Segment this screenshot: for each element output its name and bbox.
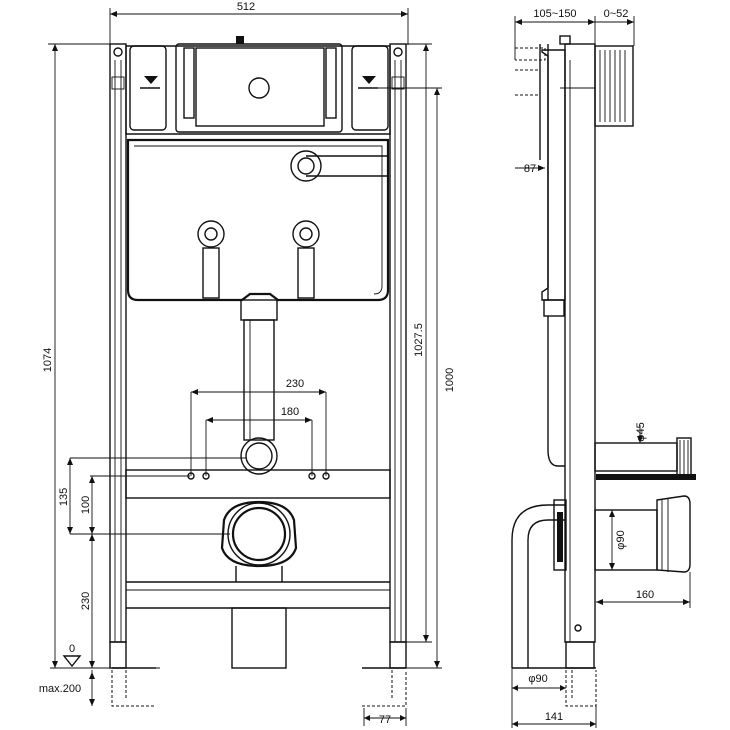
length-160-label: 160 bbox=[636, 589, 654, 601]
spacing-180-label: 180 bbox=[281, 406, 299, 418]
dimension-width: 512 bbox=[109, 1, 409, 45]
bowl-outlet bbox=[220, 500, 298, 669]
side-supply-pipe: φ45 bbox=[594, 422, 696, 480]
frame-left-upright bbox=[109, 43, 127, 643]
dimension-right-heights: 1027.5 1000 bbox=[360, 43, 456, 669]
side-cistern: 87 bbox=[515, 49, 566, 467]
dia-45-label: φ45 bbox=[635, 422, 647, 441]
frame-feet: 77 max.200 bbox=[39, 641, 407, 726]
width-label: 512 bbox=[237, 1, 255, 13]
base-141-label: 141 bbox=[545, 711, 563, 723]
max-adjust-label: max.200 bbox=[39, 683, 81, 695]
height-230-label: 230 bbox=[80, 592, 92, 610]
side-view: 105~150 0~52 87 bbox=[511, 8, 696, 728]
frame-right-upright bbox=[389, 43, 407, 643]
dia-90-bottom-label: φ90 bbox=[528, 673, 547, 685]
height-1000-label: 1000 bbox=[444, 368, 456, 392]
dia-90-outlet-label: φ90 bbox=[615, 530, 627, 549]
cistern-body bbox=[126, 138, 390, 302]
depth-range-label: 105~150 bbox=[533, 8, 576, 20]
height-100-label: 100 bbox=[80, 496, 92, 514]
mounting-crossbars bbox=[125, 469, 391, 609]
side-feet: φ90 141 bbox=[511, 641, 597, 728]
height-1027-label: 1027.5 bbox=[413, 323, 425, 357]
height-135-label: 135 bbox=[58, 488, 70, 506]
spacing-230-label: 230 bbox=[286, 378, 304, 390]
side-drain-elbow bbox=[511, 499, 582, 668]
dimension-frame-height: 1074 bbox=[42, 43, 110, 668]
dimension-bolt-spacing: 230 180 bbox=[190, 378, 327, 476]
side-bowl-outlet: φ90 160 bbox=[594, 495, 691, 608]
dimension-side-top: 105~150 0~52 bbox=[514, 8, 635, 60]
front-view: 512 1074 bbox=[39, 1, 456, 726]
depth-87-label: 87 bbox=[524, 163, 536, 175]
zero-level-label: 0 bbox=[69, 643, 75, 655]
cistern-top-housing bbox=[125, 36, 391, 135]
side-frame-upright bbox=[515, 35, 596, 643]
wall-range-label: 0~52 bbox=[604, 8, 629, 20]
side-flush-connector bbox=[560, 45, 634, 127]
foot-width-label: 77 bbox=[379, 714, 391, 726]
dimension-left-heights: 135 100 230 0 bbox=[50, 457, 246, 669]
frame-height-label: 1074 bbox=[42, 348, 54, 372]
flush-downpipe bbox=[240, 299, 278, 475]
